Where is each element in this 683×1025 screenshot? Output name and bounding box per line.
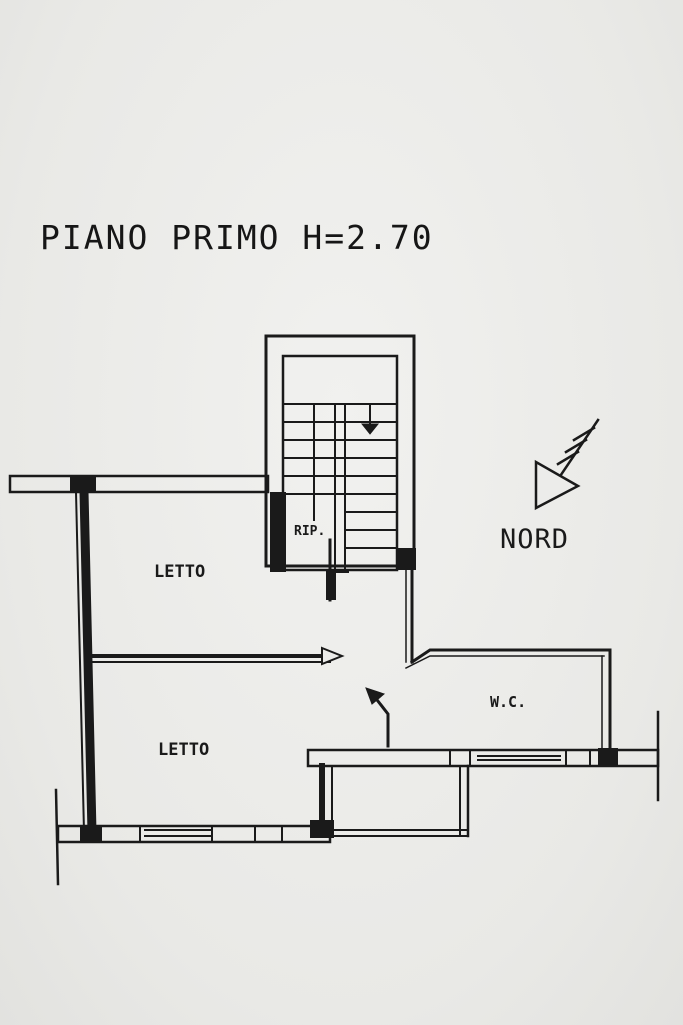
room-label-bedroom-2: LETTO	[158, 740, 210, 760]
balcony-slab	[8, 474, 270, 494]
stairwell	[264, 334, 416, 573]
plan-title: PIANO PRIMO H=2.70	[40, 218, 434, 257]
north-label: NORD	[500, 524, 570, 555]
room-label-bathroom: W.C.	[490, 693, 527, 711]
room-label-bedroom-1: LETTO	[154, 562, 206, 582]
door-arrow-icon	[365, 687, 390, 748]
north-arrow-icon	[534, 418, 600, 511]
bathroom-walls	[404, 564, 618, 766]
storage-partition	[326, 538, 349, 602]
room-label-storage: RIP.	[294, 524, 326, 539]
bottom-exterior-wall	[54, 788, 332, 886]
closet-block	[310, 763, 470, 838]
left-exterior-wall	[74, 487, 97, 837]
bedroom-partition	[90, 646, 345, 666]
lower-interior-wall	[306, 710, 660, 802]
